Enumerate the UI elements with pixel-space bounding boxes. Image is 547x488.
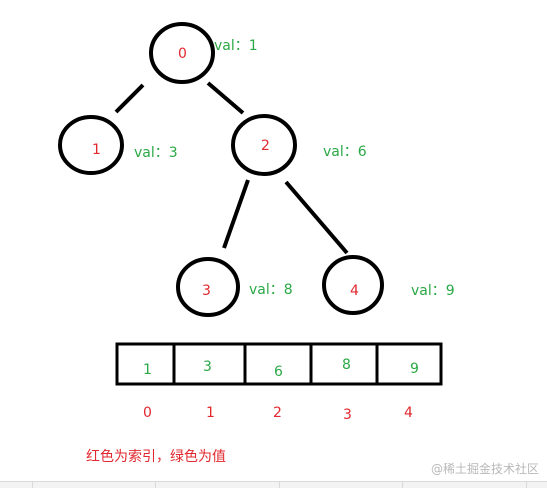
array-index-3: 3 bbox=[343, 407, 352, 423]
tree-node-1 bbox=[58, 115, 124, 175]
node-value-0: val：1 bbox=[214, 38, 258, 54]
node-index-3: 3 bbox=[202, 283, 211, 299]
array-index-2: 2 bbox=[273, 405, 282, 421]
array-value-3: 8 bbox=[342, 357, 351, 373]
array-index-4: 4 bbox=[404, 405, 413, 421]
array-box bbox=[115, 342, 443, 386]
bottom-border bbox=[0, 481, 547, 488]
legend-caption: 红色为索引，绿色为值 bbox=[86, 449, 226, 465]
array-value-1: 3 bbox=[203, 359, 212, 375]
edge-2-4 bbox=[284, 180, 349, 255]
tree-node-4 bbox=[322, 255, 384, 315]
array-value-0: 1 bbox=[143, 362, 152, 378]
array-index-1: 1 bbox=[206, 405, 215, 421]
node-value-4: val：9 bbox=[411, 283, 455, 299]
edge-0-2 bbox=[206, 81, 245, 115]
watermark: @稀土掘金技术社区 bbox=[430, 462, 539, 476]
tree-node-2 bbox=[231, 114, 297, 176]
array-index-0: 0 bbox=[143, 405, 152, 421]
node-index-4: 4 bbox=[350, 283, 359, 299]
node-index-2: 2 bbox=[261, 138, 270, 154]
array-value-4: 9 bbox=[410, 361, 419, 377]
tree-node-3 bbox=[176, 257, 240, 317]
node-index-0: 0 bbox=[178, 46, 187, 62]
node-value-1: val：3 bbox=[134, 145, 178, 161]
array-value-2: 6 bbox=[274, 364, 283, 380]
tree-node-0 bbox=[149, 22, 215, 84]
edge-0-1 bbox=[114, 83, 145, 114]
edge-2-3 bbox=[222, 179, 250, 249]
node-value-2: val：6 bbox=[323, 144, 367, 160]
node-value-3: val：8 bbox=[249, 282, 293, 298]
node-index-1: 1 bbox=[92, 142, 101, 158]
